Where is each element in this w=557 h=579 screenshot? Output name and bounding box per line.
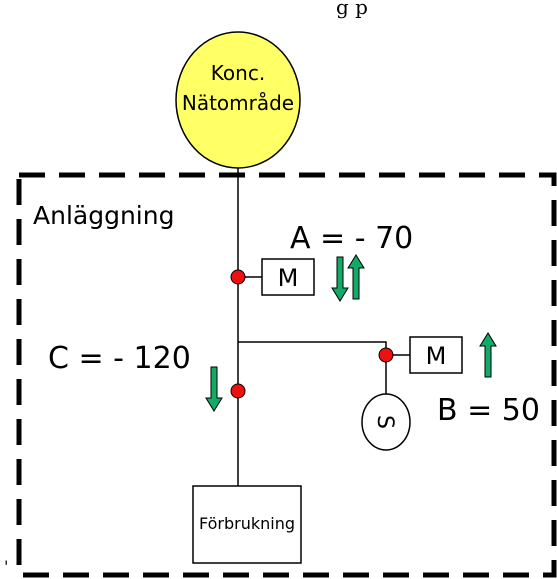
measurement-b-label: B = 50 [437, 393, 540, 428]
generator-circle [361, 393, 411, 451]
measurement-a-label: A = - 70 [290, 221, 413, 256]
meter-b-box [409, 336, 463, 374]
grid-node-circle [175, 31, 301, 169]
consumer-box [192, 485, 302, 564]
arrow-up-icon [479, 332, 497, 378]
grid-node-label-line2: Nätområde [182, 91, 294, 115]
facility-label: Anläggning [33, 201, 174, 230]
meter-b-label: M [426, 342, 447, 370]
measure-point-a [230, 269, 246, 285]
generator-branch-line [238, 341, 387, 394]
grid-node-label-line1: Konc. [211, 61, 265, 85]
generator-symbol: S [372, 415, 397, 429]
measure-point-b [378, 347, 394, 363]
arrow-down-icon [205, 366, 223, 412]
meter-a-label: M [278, 264, 299, 292]
facility-boundary [16, 172, 557, 578]
arrow-up-icon [347, 254, 365, 300]
arrow-down-icon [331, 256, 349, 302]
header-fragment: g p [336, 0, 368, 19]
measure-point-c [230, 383, 246, 399]
meter-a-box [261, 258, 315, 296]
consumer-label: Förbrukning [199, 514, 295, 533]
measurement-c-label: C = - 120 [48, 341, 191, 376]
footer-mark: ' [4, 557, 8, 576]
